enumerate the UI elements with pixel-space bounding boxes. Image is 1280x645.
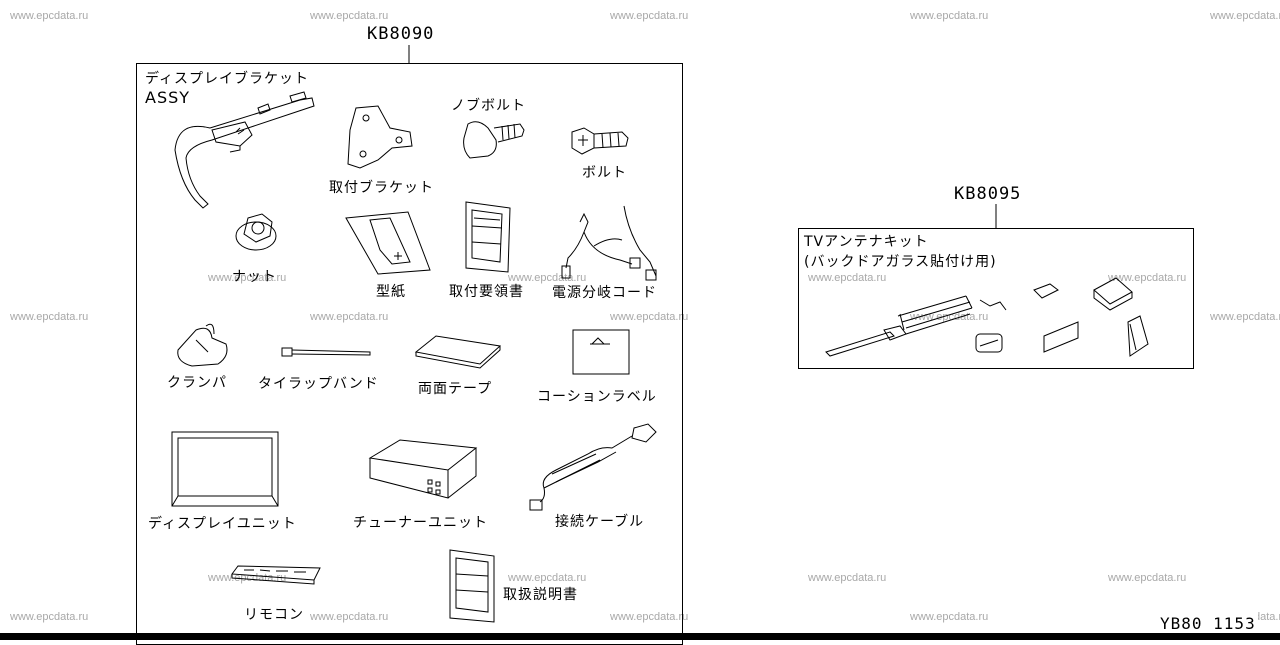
double-tape-drawing [414,335,502,369]
knob-bolt-drawing [463,121,525,159]
watermark: www.epcdata.ru [1108,572,1187,584]
bottom-border [0,633,1280,640]
watermark: www.epcdata.ru [10,611,89,623]
nut-drawing [235,213,277,251]
watermark: www.epcdata.ru [610,311,689,323]
watermark: www.epcdata.ru [508,572,587,584]
clamp-drawing [177,323,228,367]
bolt-drawing [571,127,629,155]
caution-label-drawing [572,329,630,375]
watermark: www.epcdata.ru [1210,10,1280,22]
power-harness-drawing [561,205,657,281]
watermark: www.epcdata.ru [910,10,989,22]
label-clamp: クランパ [167,375,227,391]
label-power-harness: 電源分岐コード [552,285,657,301]
label-connect-cable: 接続ケーブル [555,514,645,530]
label-display-bracket: ディスプレイブラケット [145,71,310,87]
label-tie-band: タイラップバンド [258,376,379,392]
watermark: www.epcdata.ru [610,611,689,623]
label-double-tape: 両面テープ [418,381,493,397]
label-bolt: ボルト [582,165,627,181]
label-knob-bolt: ノブボルト [451,98,526,114]
label-nut: ナット [232,269,277,285]
display-bracket-drawing [174,91,315,209]
watermark: www.epcdata.ru [208,272,287,284]
tuner-unit-drawing [368,439,478,499]
mount-bracket-drawing [347,105,413,169]
label-back-door-glass: (バックドアガラス貼付け用) [804,254,997,270]
label-template: 型紙 [376,284,406,300]
watermark: www.epcdata.ru [508,272,587,284]
label-tuner-unit: チューナーユニット [353,515,488,531]
connect-cable-drawing [529,423,657,511]
watermark: www.epcdata.ru [310,311,389,323]
watermark: www.epcdata.ru [910,611,989,623]
remote-drawing [231,565,321,585]
label-mount-bracket: 取付ブラケット [329,180,434,196]
label-assy: ASSY [145,88,191,107]
label-install-guide: 取付要領書 [449,284,524,300]
kit-code-kb8095: KB8095 [954,184,1022,204]
label-tv-antenna-kit: TVアンテナキット [804,234,929,250]
watermark: www.epcdata.ru [808,272,887,284]
label-caution-label: コーションラベル [537,389,657,405]
page-number: YB80 1153 [1158,614,1258,633]
watermark: www.epcdata.ru [808,572,887,584]
watermark: www.epcdata.ru [10,10,89,22]
install-guide-drawing [465,201,511,273]
watermark: www.epcdata.ru [310,10,389,22]
watermark: www.epcdata.ru [310,611,389,623]
label-remote: リモコン [244,607,304,623]
watermark: www.epcdata.ru [10,311,89,323]
kit-frame-kb8095 [798,228,1194,369]
tie-band-drawing [281,347,371,357]
kit-code-kb8090: KB8090 [367,24,435,44]
watermark: www.epcdata.ru [610,10,689,22]
manual-drawing [449,549,495,623]
display-unit-drawing [171,431,279,507]
template-drawing [345,211,431,275]
label-manual: 取扱説明書 [503,587,578,603]
label-display-unit: ディスプレイユニット [148,516,297,532]
tv-antenna-parts-drawing [825,277,1149,357]
watermark: www.epcdata.ru [1108,272,1187,284]
watermark: www.epcdata.ru [1210,311,1280,323]
